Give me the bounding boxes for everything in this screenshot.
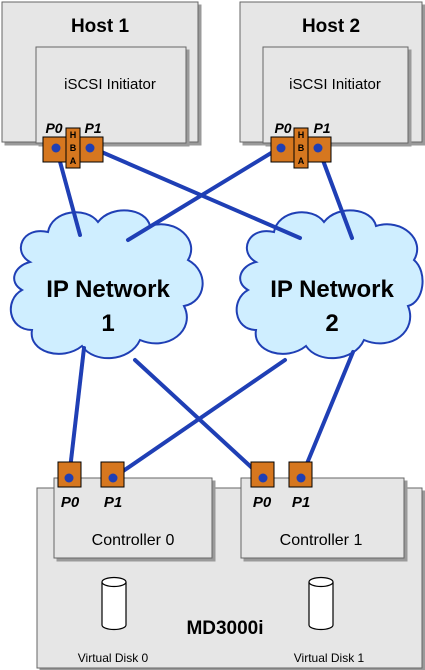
- controller-1-port-p0-dot: [258, 473, 268, 483]
- host-2-port-p0-label: P0: [274, 120, 291, 136]
- ip-network-2-cloud: IP Network 2: [235, 209, 424, 359]
- network-1-label-line1: IP Network: [46, 276, 170, 303]
- array-title: MD3000i: [186, 618, 263, 639]
- network-links: [54, 145, 355, 480]
- controller-0-port-p0-label: P0: [61, 494, 80, 511]
- host-1-title: Host 1: [71, 16, 130, 37]
- controller-0-port-p1-dot: [108, 473, 118, 483]
- host-1-hba-letter-b: B: [70, 143, 77, 153]
- controller-0-port-p0-dot: [64, 473, 74, 483]
- controller-0-ports: P0 P1: [57, 461, 125, 511]
- controller-1-label: Controller 1: [280, 532, 363, 549]
- host-1: Host 1 iSCSI Initiator: [1, 1, 199, 144]
- link-host1-p1-net2: [88, 145, 302, 240]
- host-2-port-p1-label: P1: [313, 120, 330, 136]
- host-1-hba: H B A P0 P1: [42, 120, 104, 169]
- host-2-initiator-label: iSCSI Initiator: [289, 76, 381, 93]
- controller-0-port-p1-label: P1: [104, 494, 122, 511]
- virtual-disk-1-icon: [308, 576, 334, 631]
- controller-0-label: Controller 0: [92, 532, 175, 549]
- host-2-title: Host 2: [302, 16, 360, 37]
- network-1-cloud-shape: [9, 209, 204, 359]
- virtual-disk-0-label: Virtual Disk 0: [78, 651, 149, 665]
- host-2-port-p0-dot: [276, 143, 286, 153]
- ip-network-1-cloud: IP Network 1: [9, 209, 204, 359]
- link-net2-ctrl1-p1: [299, 350, 355, 480]
- virtual-disk-1-label: Virtual Disk 1: [294, 651, 365, 665]
- controller-1-ports: P0 P1: [250, 461, 313, 511]
- controller-0-box: [53, 477, 213, 559]
- host-1-port-p1-dot: [85, 143, 95, 153]
- host-1-port-p0-label: P0: [45, 120, 62, 136]
- host-1-hba-letter-a: A: [70, 156, 77, 166]
- network-2-cloud-shape: [235, 209, 424, 359]
- host-2-hba: H B A P0 P1: [270, 120, 332, 169]
- virtual-disk-0-icon: [101, 576, 127, 631]
- host-1-initiator-box: [35, 46, 187, 144]
- host-2-hba-letter-h: H: [298, 130, 305, 140]
- host-1-port-p0-dot: [51, 143, 61, 153]
- link-net2-ctrl0-p1: [111, 358, 287, 480]
- host-2-hba-letter-a: A: [298, 156, 305, 166]
- controller-1-box: [240, 477, 405, 559]
- host-2-initiator-box: [262, 46, 409, 144]
- network-1-label-line2: 1: [101, 310, 114, 337]
- host-1-port-p1-label: P1: [84, 120, 101, 136]
- host-1-hba-letter-h: H: [70, 130, 77, 140]
- network-2-label-line2: 2: [325, 310, 338, 337]
- link-net1-ctrl0-p0: [67, 346, 86, 480]
- host-2-hba-letter-b: B: [298, 143, 305, 153]
- controller-1-port-p1-dot: [296, 473, 306, 483]
- link-host2-p0-net1: [126, 145, 283, 242]
- host-1-initiator-label: iSCSI Initiator: [64, 76, 156, 93]
- network-2-label-line1: IP Network: [270, 276, 394, 303]
- controller-1-port-p0-label: P0: [253, 494, 272, 511]
- host-2-port-p1-dot: [313, 143, 323, 153]
- md3000i-array: Controller 0 Controller 1 MD3000i Virtua…: [36, 477, 423, 669]
- controller-1-port-p1-label: P1: [292, 494, 310, 511]
- host-2: Host 2 iSCSI Initiator: [239, 1, 423, 144]
